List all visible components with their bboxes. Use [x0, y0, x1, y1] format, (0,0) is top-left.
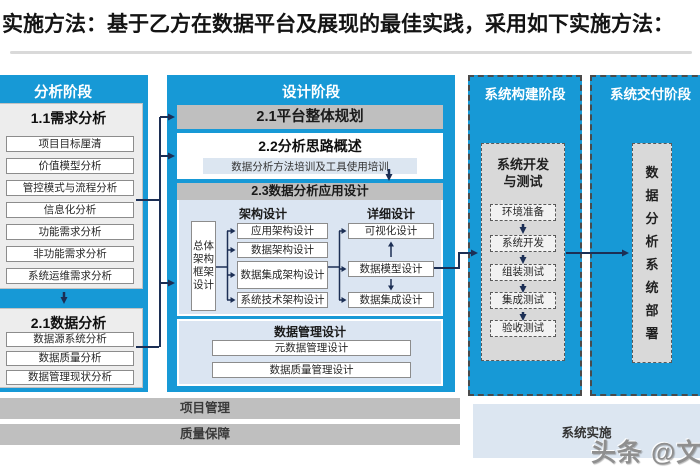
analysis-item: 项目目标厘清 — [6, 136, 134, 152]
construction-step: 系统开发 — [490, 235, 556, 252]
deployment-label: 数据分析系统部署 — [645, 165, 659, 341]
analysis-item: 系统运维需求分析 — [6, 268, 134, 284]
dev-test-box: 系统开发 与测试 环境准备 系统开发 组装测试 集成测试 验收测试 — [481, 143, 565, 361]
construction-step: 组装测试 — [490, 264, 556, 281]
detail-design-item: 可视化设计 — [348, 223, 434, 239]
detail-design-item: 数据集成设计 — [348, 292, 434, 308]
construction-phase-column: 系统构建阶段 系统开发 与测试 环境准备 系统开发 组装测试 集成测试 验收测试 — [468, 75, 582, 396]
design-phase-column: 设计阶段 2.1平台整体规划 2.2分析思路概述 数据分析方法培训及工具使用培训… — [167, 75, 455, 392]
analysis-item: 管控模式与流程分析 — [6, 180, 134, 196]
watermark-text: 头条 @文 — [591, 439, 700, 467]
analysis-item: 非功能需求分析 — [6, 246, 134, 262]
design-phase-header: 设计阶段 — [282, 85, 340, 101]
analysis-phase-header: 分析阶段 — [34, 85, 92, 101]
analysis-phase-column: 分析阶段 1.1需求分析 项目目标厘清 价值模型分析 管控模式与流程分析 信息化… — [0, 75, 148, 392]
data-mgmt-box: 数据管理设计 元数据管理设计 数据质量管理设计 — [177, 319, 443, 386]
detail-design-item: 数据模型设计 — [348, 261, 434, 277]
construction-phase-header: 系统构建阶段 — [484, 87, 566, 102]
requirements-analysis-section: 1.1需求分析 项目目标厘清 价值模型分析 管控模式与流程分析 信息化分析 功能… — [0, 103, 143, 289]
arch-group-label: 架构设计 — [238, 207, 287, 221]
analysis-item: 功能需求分析 — [6, 224, 134, 240]
analysis-item: 数据管理现状分析 — [6, 370, 134, 385]
construction-step: 集成测试 — [490, 292, 556, 309]
section-title: 1.1需求分析 — [30, 110, 107, 126]
analysis-item: 价值模型分析 — [6, 158, 134, 174]
analysis-overview-title: 2.2分析思路概述 — [258, 138, 362, 154]
dev-test-title: 系统开发 与测试 — [496, 157, 549, 189]
analysis-item: 数据质量分析 — [6, 351, 134, 366]
delivery-phase-header: 系统交付阶段 — [610, 87, 691, 102]
app-design-box: 2.3数据分析应用设计 架构设计 详细设计 总体架构框架设计 应用架构设计 数据… — [177, 183, 443, 316]
system-implementation-box: 系统实施 — [473, 404, 700, 458]
arch-design-item: 数据架构设计 — [237, 242, 328, 258]
quality-assurance-bar: 质量保障 — [0, 424, 460, 445]
arch-design-item: 系统技术架构设计 — [237, 292, 328, 308]
app-design-title: 2.3数据分析应用设计 — [177, 183, 443, 200]
arch-design-item: 应用架构设计 — [237, 223, 328, 239]
title-divider — [10, 51, 692, 54]
analysis-item: 数据源系统分析 — [6, 332, 134, 347]
project-management-bar: 项目管理 — [0, 398, 460, 419]
platform-planning-box: 2.1平台整体规划 — [177, 105, 443, 129]
construction-step: 验收测试 — [490, 320, 556, 337]
analysis-item: 信息化分析 — [6, 202, 134, 218]
data-mgmt-item: 元数据管理设计 — [212, 340, 411, 356]
delivery-phase-column: 系统交付阶段 数据分析系统部署 — [590, 75, 700, 396]
overall-framework-box: 总体架构框架设计 — [191, 221, 216, 311]
data-analysis-section: 2.1数据分析 数据源系统分析 数据质量分析 数据管理现状分析 — [0, 308, 143, 388]
deployment-box: 数据分析系统部署 — [632, 143, 672, 363]
analysis-overview-subtitle: 数据分析方法培训及工具使用培训 — [203, 158, 417, 174]
arch-design-item: 数据集成架构设计 — [237, 261, 328, 289]
detail-group-label: 详细设计 — [366, 207, 415, 221]
page-title: 实施方法：基于乙方在数据平台及展现的最佳实践，采用如下实施方法： — [2, 13, 674, 36]
data-mgmt-item: 数据质量管理设计 — [212, 362, 411, 378]
construction-step: 环境准备 — [490, 204, 556, 221]
analysis-overview-box: 2.2分析思路概述 数据分析方法培训及工具使用培训 — [177, 133, 443, 179]
section-title: 2.1数据分析 — [30, 315, 107, 331]
data-mgmt-title: 数据管理设计 — [273, 325, 346, 339]
